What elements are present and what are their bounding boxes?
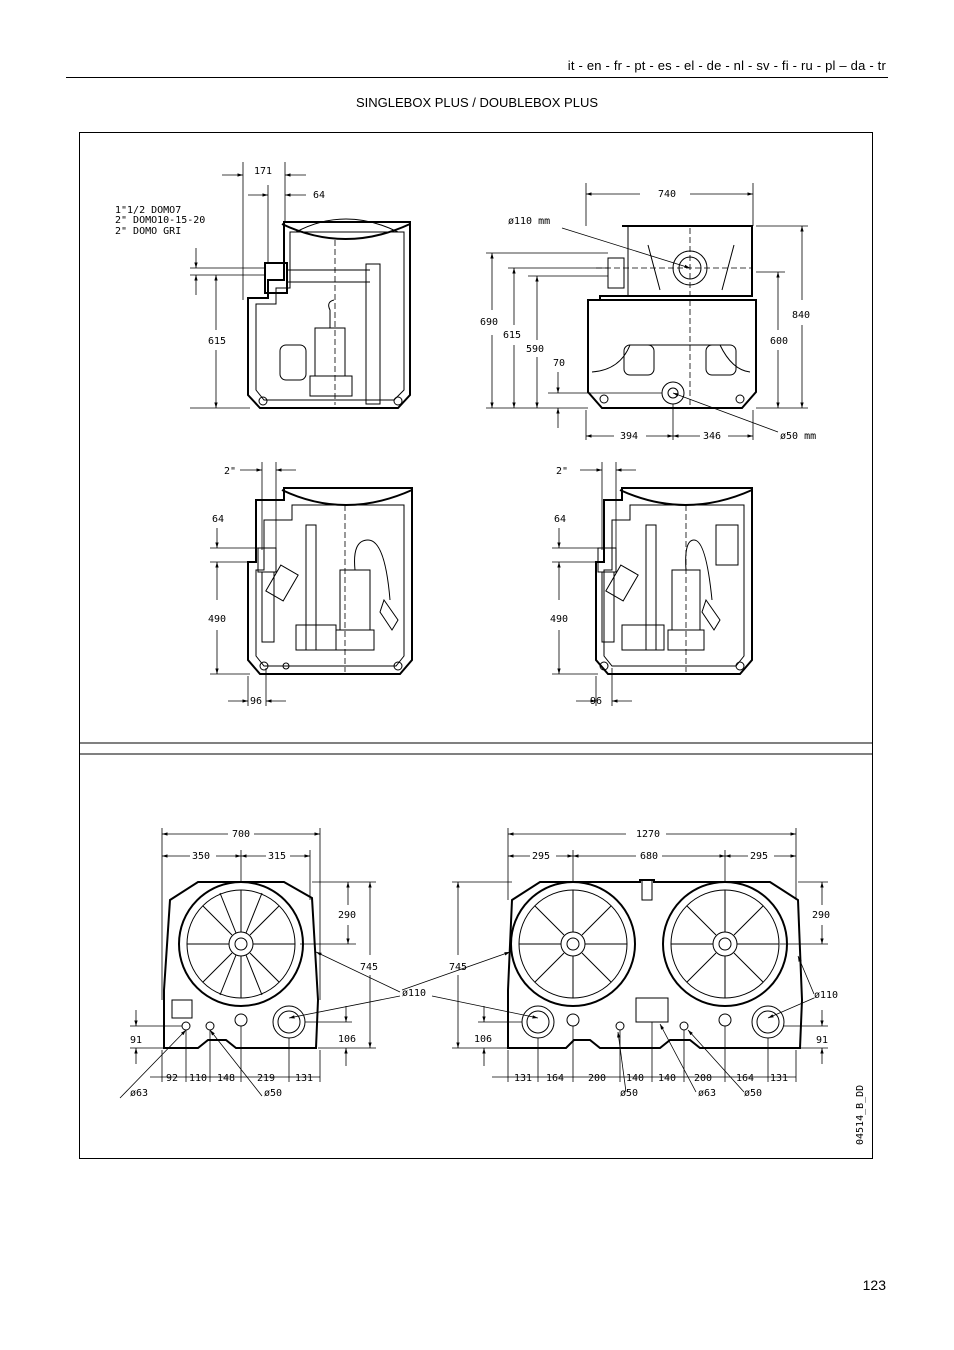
dim-680: 680 bbox=[640, 851, 658, 862]
dim-140b: 140 bbox=[658, 1073, 676, 1084]
side-view-left bbox=[247, 487, 413, 675]
dim-615: 615 bbox=[208, 336, 226, 347]
page-number: 123 bbox=[862, 1277, 886, 1293]
top-view-single bbox=[163, 881, 320, 1049]
dim-690: 690 bbox=[480, 317, 498, 328]
dim-164a: 164 bbox=[546, 1073, 564, 1084]
dim-92: 92 bbox=[166, 1073, 178, 1084]
dim-140a: 140 bbox=[626, 1073, 644, 1084]
dim-50: ø50 bbox=[264, 1088, 282, 1099]
dim-346: 346 bbox=[703, 431, 721, 442]
document-title: SINGLEBOX PLUS / DOUBLEBOX PLUS bbox=[355, 95, 599, 110]
dim-96: 96 bbox=[590, 696, 602, 707]
dim-171: 171 bbox=[254, 166, 272, 177]
dim-131b: 131 bbox=[770, 1073, 788, 1084]
dim-295b: 295 bbox=[750, 851, 768, 862]
front-view bbox=[587, 225, 757, 409]
dim-164b: 164 bbox=[736, 1073, 754, 1084]
dim-106: 106 bbox=[338, 1034, 356, 1045]
dim-600: 600 bbox=[770, 336, 788, 347]
note-line: 1"1/2 DOMO7 bbox=[115, 205, 181, 216]
dim-1270: 1270 bbox=[636, 829, 660, 840]
drawing-code: 04514_B_DD bbox=[855, 1085, 866, 1145]
dim-91: 91 bbox=[816, 1035, 828, 1046]
dim-490: 490 bbox=[208, 614, 226, 625]
dim-106: 106 bbox=[474, 1034, 492, 1045]
dim-350: 350 bbox=[192, 851, 210, 862]
dim-200b: 200 bbox=[694, 1073, 712, 1084]
dim-2in: 2" bbox=[224, 466, 236, 477]
dim-490: 490 bbox=[550, 614, 568, 625]
dim-drain: ø50 mm bbox=[780, 431, 816, 442]
dim-64: 64 bbox=[554, 514, 566, 525]
dim-315: 315 bbox=[268, 851, 286, 862]
note-line: 2" DOMO10-15-20 bbox=[115, 215, 205, 226]
dim-394: 394 bbox=[620, 431, 638, 442]
dim-740: 740 bbox=[658, 189, 676, 200]
header-rule bbox=[66, 77, 888, 78]
header-languages: it - en - fr - pt - es - el - de - nl - … bbox=[567, 58, 886, 73]
dim-110: ø110 bbox=[402, 988, 426, 999]
dim-700: 700 bbox=[232, 829, 250, 840]
dim-63: ø63 bbox=[698, 1088, 716, 1099]
dim-131: 131 bbox=[295, 1073, 313, 1084]
note-line: 2" DOMO GRI bbox=[115, 226, 181, 237]
drawing-frame bbox=[79, 132, 873, 1159]
dim-148: 148 bbox=[217, 1073, 235, 1084]
dim-64: 64 bbox=[212, 514, 224, 525]
dim-64: 64 bbox=[313, 190, 325, 201]
dim-295a: 295 bbox=[532, 851, 550, 862]
dim-290: 290 bbox=[338, 910, 356, 921]
top-view-double bbox=[507, 879, 804, 1049]
dim-50b: ø50 bbox=[744, 1088, 762, 1099]
dim-745: 745 bbox=[360, 962, 378, 973]
dim-50a: ø50 bbox=[620, 1088, 638, 1099]
dim-96: 96 bbox=[250, 696, 262, 707]
dim-840: 840 bbox=[792, 310, 810, 321]
dim-200a: 200 bbox=[588, 1073, 606, 1084]
dim-91: 91 bbox=[130, 1035, 142, 1046]
dim-2in: 2" bbox=[556, 466, 568, 477]
dim-110: ø110 bbox=[814, 990, 838, 1001]
dim-615: 615 bbox=[503, 330, 521, 341]
side-view-right bbox=[595, 487, 753, 675]
dim-131a: 131 bbox=[514, 1073, 532, 1084]
dim-745: 745 bbox=[449, 962, 467, 973]
dim-590: 590 bbox=[526, 344, 544, 355]
side-view-single bbox=[247, 218, 411, 409]
dim-pipe: ø110 mm bbox=[508, 216, 550, 227]
dim-70: 70 bbox=[553, 358, 565, 369]
dim-219: 219 bbox=[257, 1073, 275, 1084]
dim-290: 290 bbox=[812, 910, 830, 921]
dim-63: ø63 bbox=[130, 1088, 148, 1099]
dim-110b: 110 bbox=[189, 1073, 207, 1084]
